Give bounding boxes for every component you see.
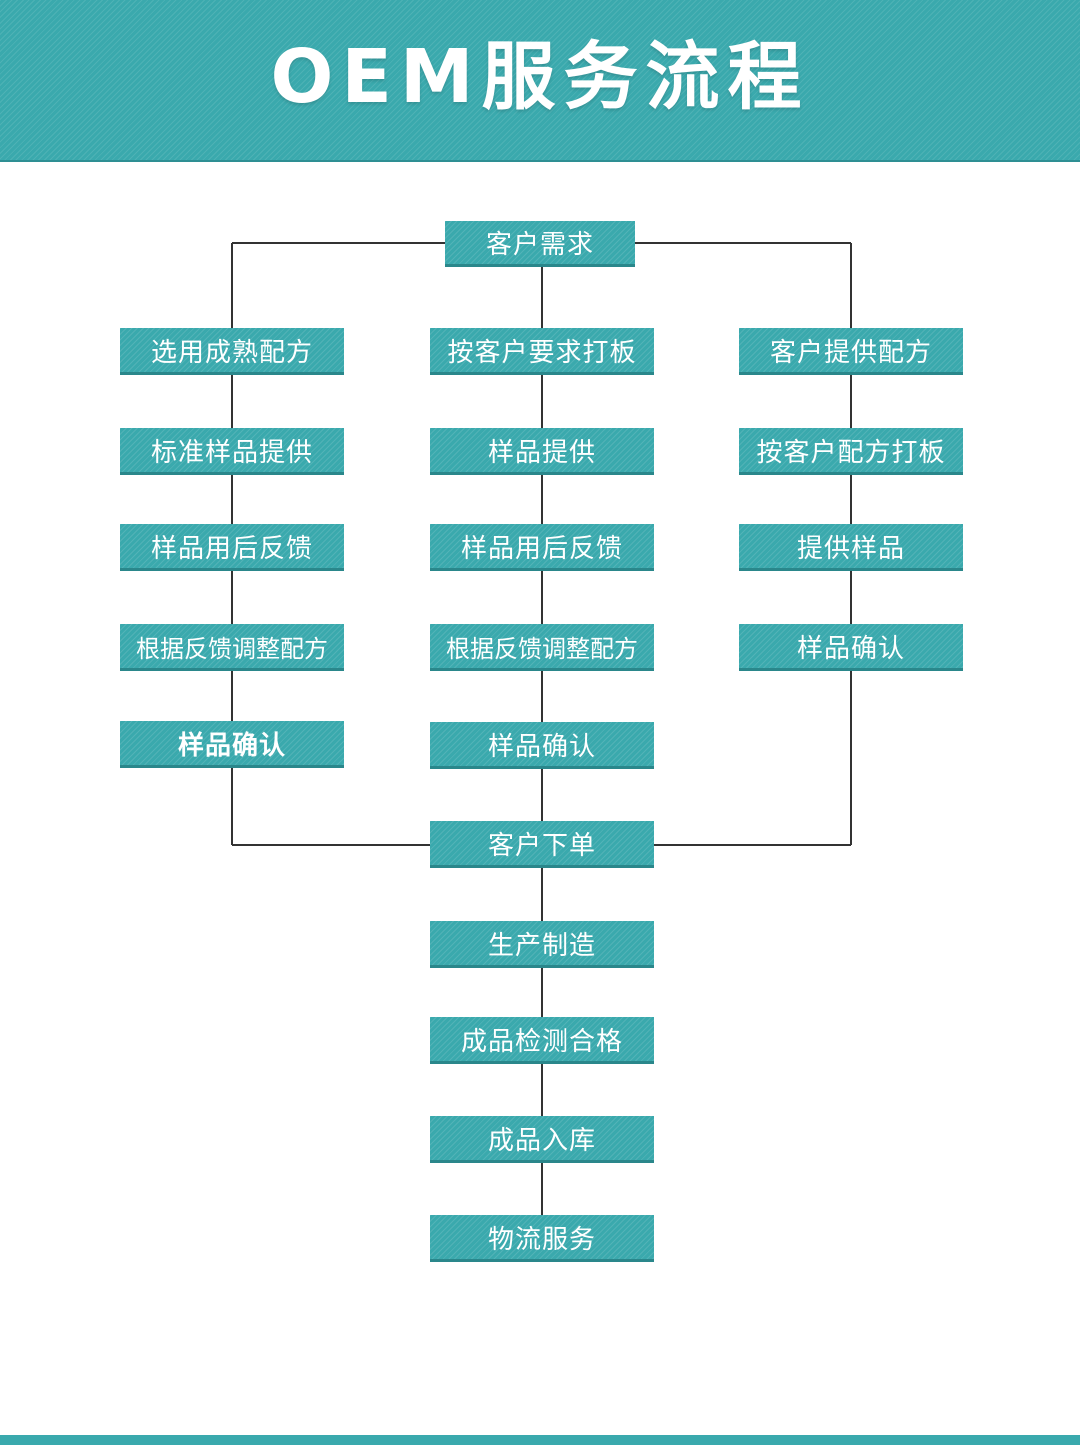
node-middle-3: 样品用后反馈 [430,524,654,571]
node-left-2: 标准样品提供 [120,428,344,475]
node-customer-demand: 客户需求 [445,221,635,267]
footer-bar [0,1435,1080,1445]
node-left-5: 样品确认 [120,721,344,768]
node-right-3: 提供样品 [739,524,963,571]
node-middle-2: 样品提供 [430,428,654,475]
node-right-4: 样品确认 [739,624,963,671]
node-final-1: 生产制造 [430,921,654,968]
node-final-3: 成品入库 [430,1116,654,1163]
header-banner: OEM服务流程 [0,0,1080,162]
node-final-4: 物流服务 [430,1215,654,1262]
node-right-1: 客户提供配方 [739,328,963,375]
node-left-4: 根据反馈调整配方 [120,624,344,671]
page-title: OEM服务流程 [270,34,810,120]
node-left-3: 样品用后反馈 [120,524,344,571]
node-middle-1: 按客户要求打板 [430,328,654,375]
node-right-2: 按客户配方打板 [739,428,963,475]
node-final-2: 成品检测合格 [430,1017,654,1064]
node-middle-4: 根据反馈调整配方 [430,624,654,671]
node-left-1: 选用成熟配方 [120,328,344,375]
node-customer-order: 客户下单 [430,821,654,868]
node-middle-5: 样品确认 [430,722,654,769]
